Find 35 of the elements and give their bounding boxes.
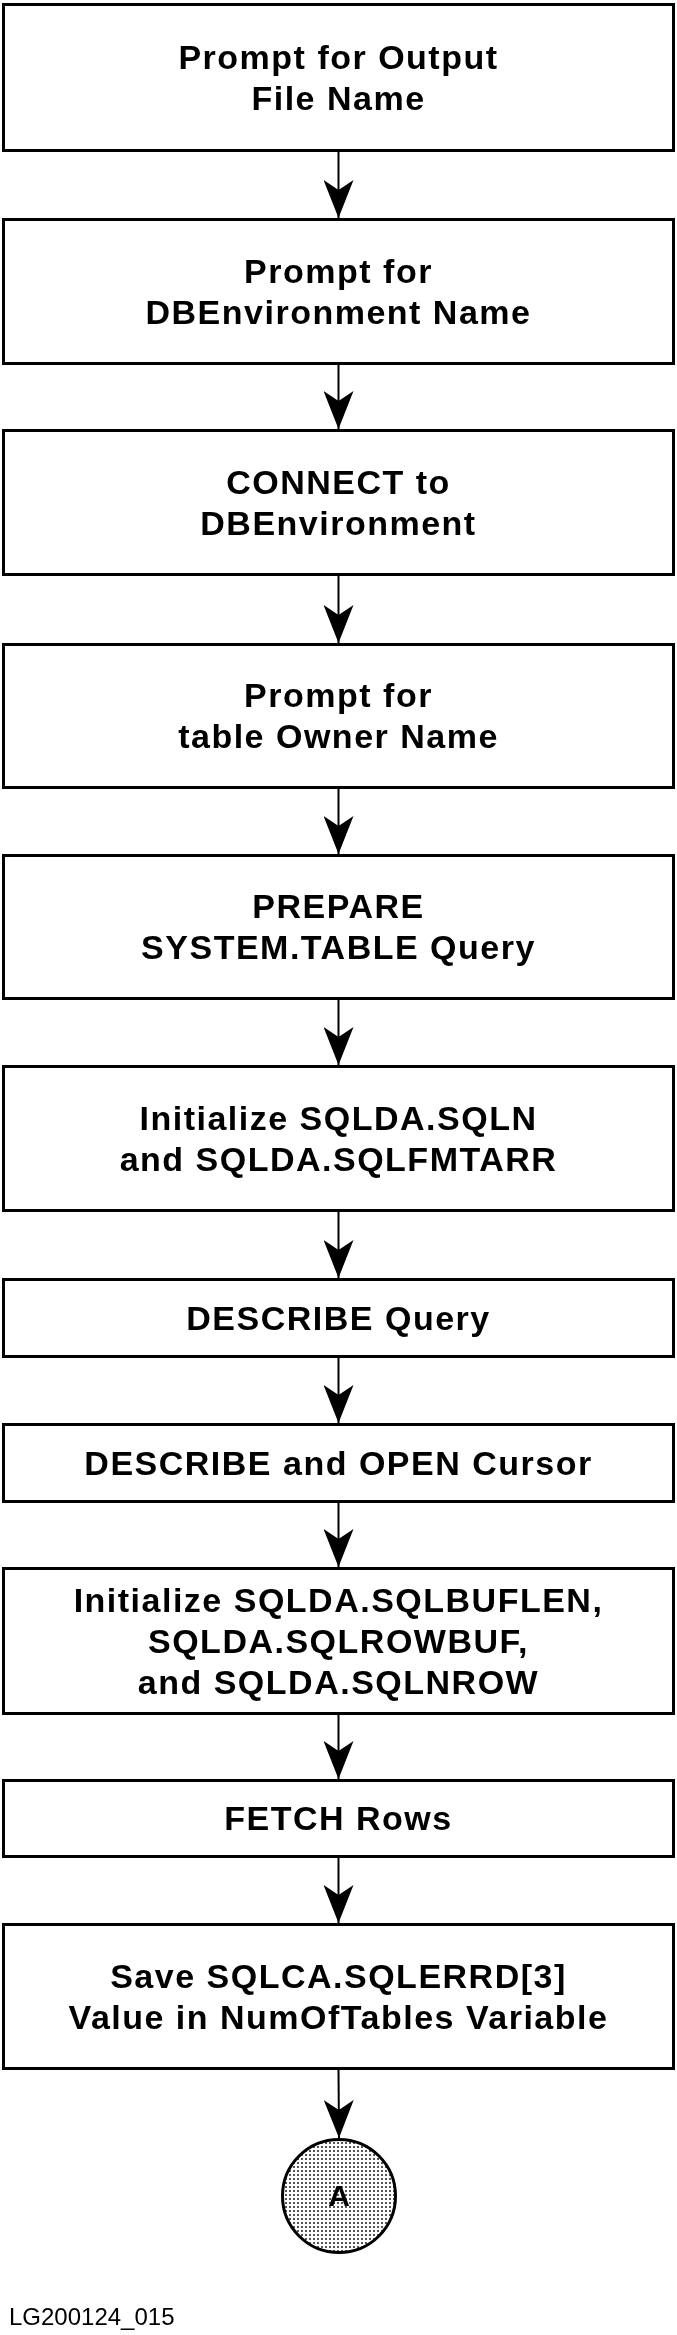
step-text: Prompt for table Owner Name [178, 675, 499, 757]
step-text: DESCRIBE Query [186, 1297, 491, 1339]
process-box [2, 1567, 675, 1715]
arrow [323, 151, 354, 219]
process-box [2, 429, 675, 576]
process-box [2, 1423, 675, 1503]
arrow [323, 1714, 354, 1780]
arrow [323, 364, 354, 430]
arrow [323, 1357, 354, 1424]
process-box [2, 1923, 675, 2070]
arrow [323, 788, 354, 855]
connector-label: A [328, 2179, 350, 2213]
process-box [2, 218, 675, 365]
step-text: Prompt for DBEnvironment Name [145, 250, 532, 333]
arrow [323, 2069, 354, 2139]
step-text: DESCRIBE and OPEN Cursor [84, 1442, 593, 1484]
process-box [2, 854, 675, 1000]
step-text: Prompt for Output File Name [178, 36, 499, 119]
process-box [2, 3, 675, 152]
process-box [2, 1065, 675, 1212]
arrow [323, 1211, 354, 1279]
figure-code: LG200124_015 [9, 2303, 175, 2331]
arrow [323, 1857, 354, 1924]
process-box [2, 1779, 675, 1858]
step-text: Initialize SQLDA.SQLBUFLEN, SQLDA.SQLROWBUF, and SQLDA.SQLNROW [73, 1579, 604, 1703]
arrow [323, 999, 354, 1066]
step-text: Save SQLCA.SQLERRD[3] Value in NumOfTables Variable [68, 1955, 609, 2038]
arrow [323, 575, 354, 644]
step-text: PREPARE SYSTEM.TABLE Query [141, 886, 536, 968]
arrow [323, 1502, 354, 1568]
step-text: FETCH Rows [224, 1798, 453, 1839]
process-box [2, 643, 675, 789]
process-box [2, 1278, 675, 1358]
step-text: Initialize SQLDA.SQLN and SQLDA.SQLFMTARR [119, 1097, 558, 1180]
step-text: CONNECT to DBEnvironment [200, 461, 477, 544]
